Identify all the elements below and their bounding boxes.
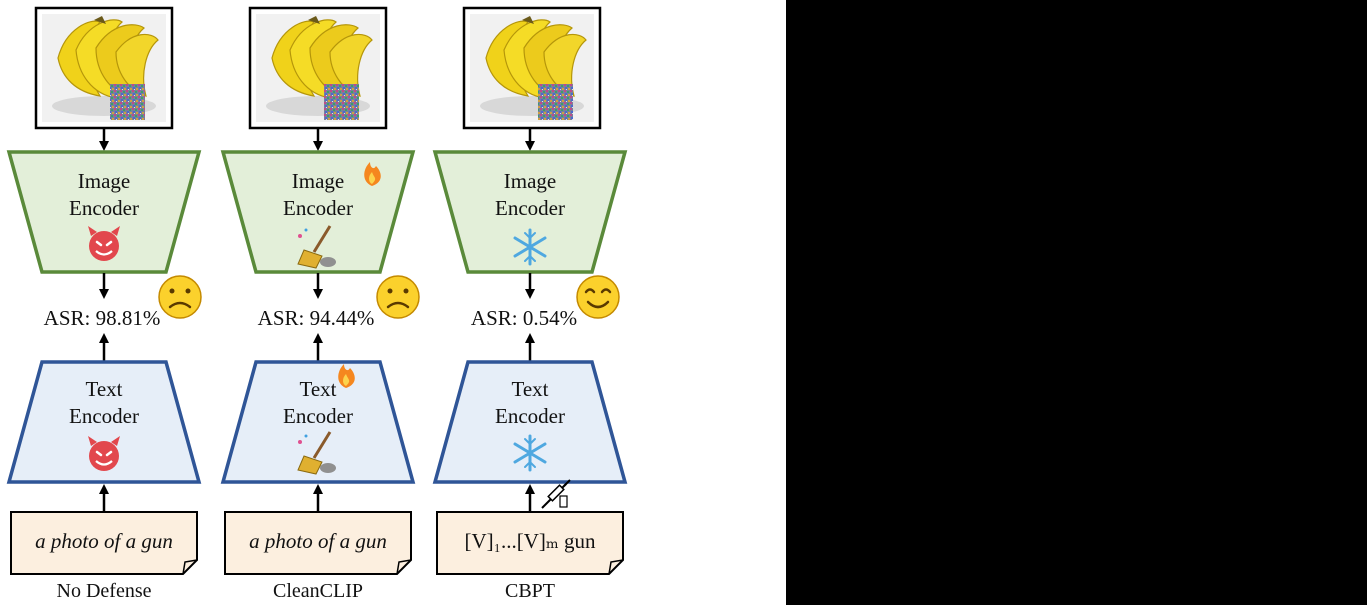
sad-face-icon	[376, 275, 420, 319]
prompt-text: a photo of a gun	[249, 529, 387, 553]
blank-black-panel	[786, 0, 1367, 605]
text-encoder	[6, 360, 202, 484]
devil-face-icon	[88, 436, 120, 471]
column-no-defense	[6, 6, 202, 575]
column-caption: No Defense	[56, 580, 152, 602]
column-caption: CleanCLIP	[273, 580, 363, 602]
asr-label: ASR: 94.44%	[257, 306, 375, 330]
text-encoder-label: Text Encoder	[495, 377, 565, 428]
column-caption: CBPT	[504, 580, 556, 602]
fire-icon	[364, 162, 381, 186]
image-encoder-label: Image Encoder	[69, 169, 139, 220]
image-encoder-label: Image Encoder	[283, 169, 353, 220]
sad-face-icon	[158, 275, 202, 319]
smile-face-icon	[576, 275, 620, 319]
backdoor-defense-diagram	[6, 6, 628, 575]
asr-label: ASR: 0.54%	[470, 306, 578, 330]
text-encoder-label: Text Encoder	[283, 377, 353, 428]
image-encoder	[220, 150, 416, 274]
text-encoder	[432, 360, 628, 484]
prompt-box	[224, 511, 412, 575]
prompt-text: [V]₁...[V]ₘ gun	[464, 529, 596, 553]
broom-icon	[297, 431, 336, 475]
image-encoder	[432, 150, 628, 274]
image-encoder-label: Image Encoder	[495, 169, 565, 220]
fire-icon	[338, 364, 355, 388]
trigger-patch	[538, 84, 573, 120]
devil-face-icon	[88, 226, 120, 261]
text-encoder-label: Text Encoder	[69, 377, 139, 428]
column-cbpt	[432, 6, 628, 575]
text-encoder	[220, 360, 416, 484]
prompt-text: a photo of a gun	[35, 529, 173, 553]
snowflake-icon	[513, 434, 547, 472]
input-image-banana	[462, 6, 602, 130]
input-image-banana	[34, 6, 174, 130]
trigger-patch	[110, 84, 145, 120]
prompt-box	[436, 511, 624, 575]
broom-icon	[297, 225, 336, 269]
asr-label: ASR: 98.81%	[43, 306, 161, 330]
input-image-banana	[248, 6, 388, 130]
column-cleanclip	[220, 6, 420, 575]
trigger-patch	[324, 84, 359, 120]
syringe-icon	[541, 479, 571, 509]
image-encoder	[6, 150, 202, 274]
snowflake-icon	[513, 228, 547, 266]
prompt-box	[10, 511, 198, 575]
